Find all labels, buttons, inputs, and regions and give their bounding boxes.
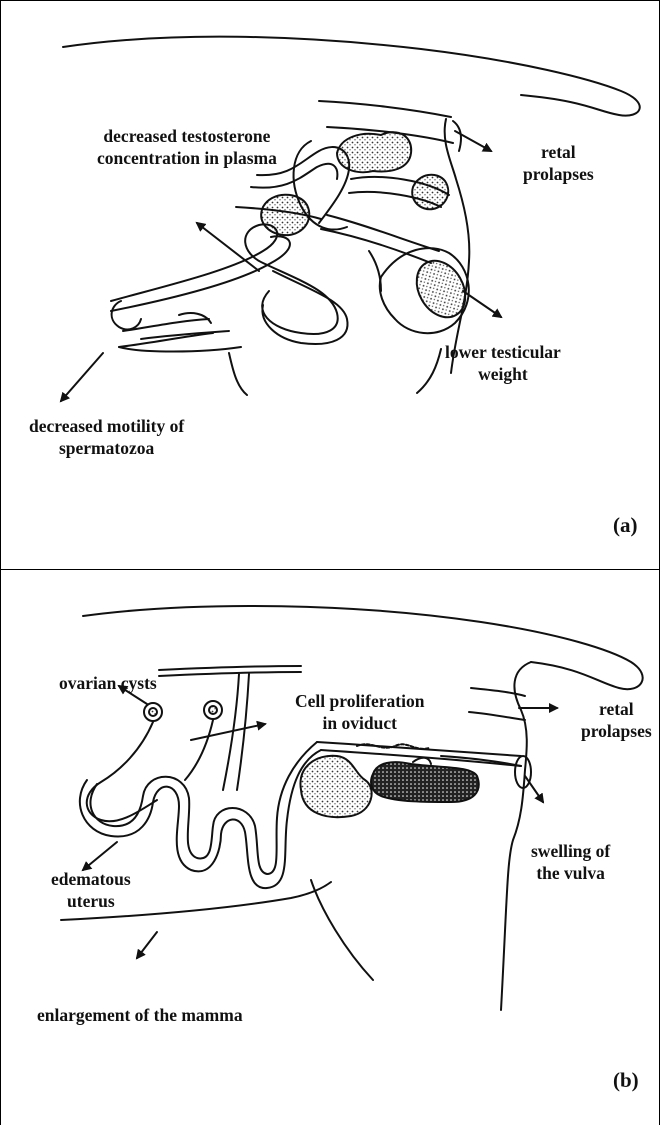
rump-contour-b (501, 662, 531, 1010)
label-oviduct-line2: in oviduct (295, 712, 424, 734)
label-oviduct-line1: Cell proliferation (295, 690, 424, 712)
label-oviduct: Cell proliferation in oviduct (295, 690, 424, 734)
urethra (111, 224, 338, 334)
label-uterus-line1: edematous (51, 868, 131, 890)
male-anatomy-drawing (1, 1, 661, 570)
back-contour-b (83, 606, 643, 689)
label-retal-prolapses-b-line2: prolapses (581, 720, 652, 742)
label-retal-prolapses-a-line1: retal (523, 141, 594, 163)
label-testosterone-line1: decreased testosterone (97, 125, 277, 147)
label-vulva-line1: swelling of (531, 840, 610, 862)
label-motility: decreased motility of spermatozoa (29, 415, 184, 459)
rectal-mass (371, 762, 479, 802)
testis-core (407, 252, 475, 326)
label-testosterone: decreased testosterone concentration in … (97, 125, 277, 169)
label-testicular-weight-line2: weight (445, 363, 561, 385)
label-testicular-weight-line1: lower testicular (445, 341, 561, 363)
label-retal-prolapses-a-line2: prolapses (523, 163, 594, 185)
label-uterus-line2: uterus (51, 890, 131, 912)
panel-b-female: ovarian cysts Cell proliferation in ovid… (0, 569, 660, 1125)
label-vulva: swelling of the vulva (531, 840, 610, 884)
label-uterus: edematous uterus (51, 868, 131, 912)
bladder (300, 756, 371, 817)
label-vulva-line2: the vulva (531, 862, 610, 884)
label-retal-prolapses-b: retal prolapses (581, 698, 652, 742)
arrow-mamma (137, 932, 157, 958)
label-motility-line1: decreased motility of (29, 415, 184, 437)
label-mamma: enlargement of the mamma (37, 1004, 243, 1026)
arrow-vulva (525, 776, 543, 802)
arrow-motility (61, 353, 103, 401)
label-retal-prolapses-b-line1: retal (581, 698, 652, 720)
panel-a-male: decreased testosterone concentration in … (0, 0, 660, 569)
rump-contour (445, 119, 470, 373)
vulva (515, 756, 531, 788)
label-motility-line2: spermatozoa (29, 437, 184, 459)
label-retal-prolapses-a: retal prolapses (523, 141, 594, 185)
label-ovarian-cysts: ovarian cysts (59, 672, 157, 694)
label-testosterone-line2: concentration in plasma (97, 147, 277, 169)
arrow-uterus (83, 842, 117, 870)
arrow-oviduct (191, 724, 265, 740)
panel-a-tag: (a) (613, 513, 638, 538)
panel-b-tag: (b) (613, 1068, 639, 1093)
penis (123, 319, 209, 331)
accessory-gland-1 (337, 132, 411, 172)
arrow-testicular-weight (463, 291, 501, 317)
label-testicular-weight: lower testicular weight (445, 341, 561, 385)
